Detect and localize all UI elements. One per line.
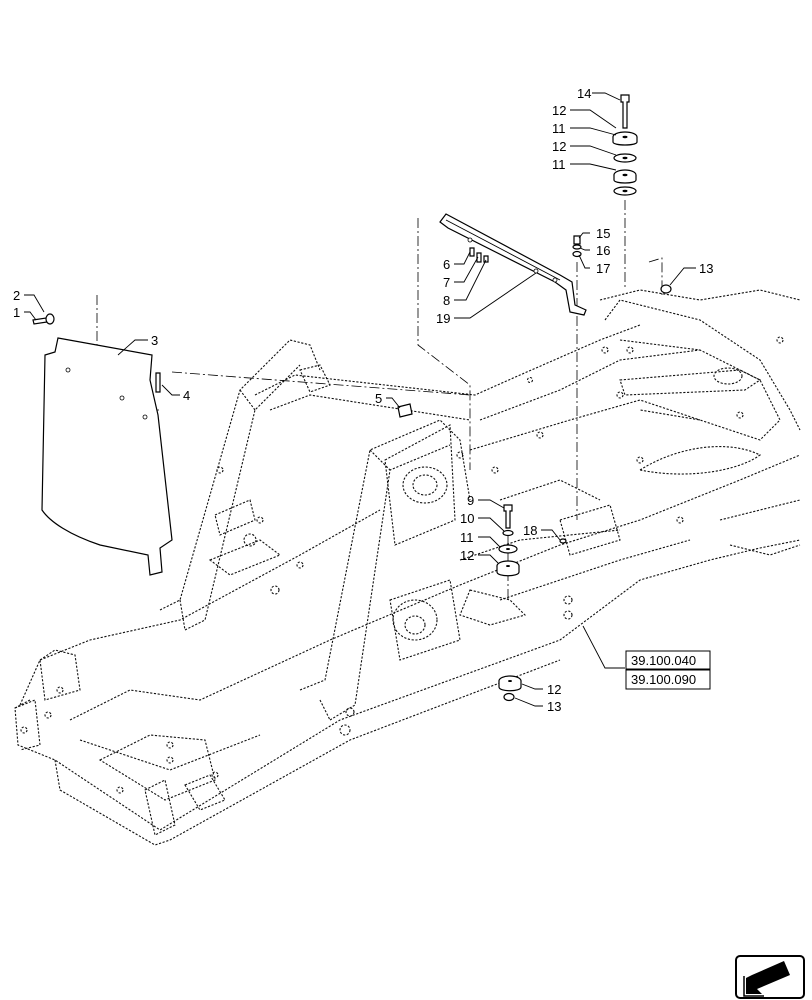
callout-6: 6: [443, 257, 450, 272]
callout-19: 19: [436, 311, 450, 326]
callout-14: 14: [577, 86, 591, 101]
callout-12: 12: [552, 139, 566, 154]
callout-8: 8: [443, 293, 450, 308]
callout-9: 9: [467, 493, 474, 508]
callout-12: 12: [547, 682, 561, 697]
callout-15: 15: [596, 226, 610, 241]
callout-17: 17: [596, 261, 610, 276]
callout-11: 11: [552, 121, 566, 136]
bolt-parts-15-17: [572, 235, 582, 258]
reference-boxes[interactable]: 39.100.040 39.100.090: [625, 650, 711, 690]
callout-2: 2: [13, 288, 20, 303]
callout-12: 12: [552, 103, 566, 118]
callout-7: 7: [443, 275, 450, 290]
callout-1: 1: [13, 305, 20, 320]
cover-panel-part3: [41, 337, 173, 576]
callout-10: 10: [460, 511, 474, 526]
ref-box-2[interactable]: [625, 669, 711, 690]
callout-5: 5: [375, 391, 382, 406]
nut-part13-upper: [660, 284, 672, 294]
ref-box-1[interactable]: [625, 650, 711, 670]
screw-washer-part1-2: [32, 313, 55, 325]
clip-part4: [155, 372, 161, 393]
arrow-nav-icon[interactable]: [735, 955, 805, 999]
leader-lines: [24, 92, 696, 707]
callout-3: 3: [151, 333, 158, 348]
mount-stack-upper: [612, 94, 638, 196]
callout-16: 16: [596, 243, 610, 258]
part18: [559, 538, 567, 544]
mount-stack-lower: [496, 504, 520, 577]
callout-13: 13: [547, 699, 561, 714]
callout-4: 4: [183, 388, 190, 403]
callout-labels: 14 12 11 12 11 15 16 17 13 6 7 8 19 2 1 …: [13, 86, 713, 714]
bar-bracket-part8: [439, 213, 587, 316]
callout-11: 11: [552, 157, 566, 172]
callout-18: 18: [523, 523, 537, 538]
bolt-parts-6-7: [469, 247, 489, 263]
ref-39-100-090[interactable]: 39.100.090: [631, 672, 696, 687]
mount-stack-bottom: [498, 675, 522, 702]
callout-11: 11: [460, 530, 474, 545]
chassis-frame: [14, 289, 801, 846]
callout-12: 12: [460, 548, 474, 563]
callout-13: 13: [699, 261, 713, 276]
ref-39-100-040[interactable]: 39.100.040: [631, 653, 696, 668]
bracket-part5: [397, 403, 413, 418]
